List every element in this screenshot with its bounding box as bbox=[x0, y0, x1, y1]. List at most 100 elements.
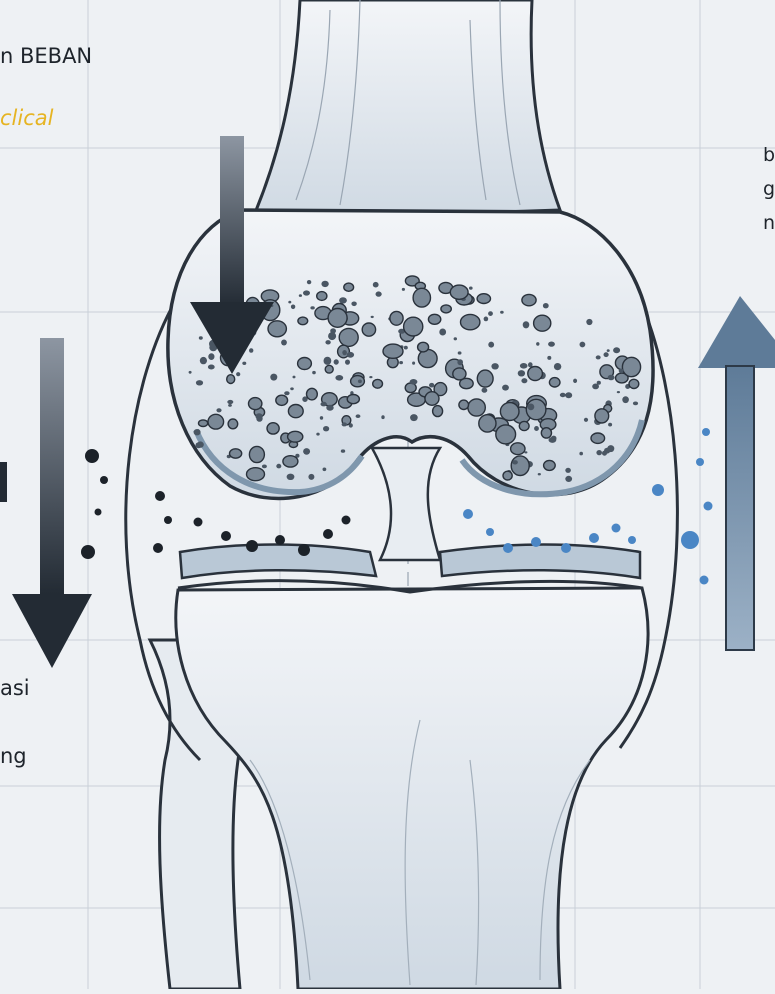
bone-pore bbox=[468, 399, 485, 416]
bone-pore bbox=[362, 323, 375, 336]
left-caption-line-2: ng bbox=[0, 744, 27, 768]
bone-pore bbox=[457, 359, 463, 365]
bone-pore bbox=[208, 414, 224, 429]
bone-pore bbox=[399, 361, 403, 364]
bone-pore bbox=[242, 362, 246, 365]
bone-pore bbox=[316, 433, 319, 436]
bone-pore bbox=[276, 395, 288, 405]
bone-pore bbox=[404, 317, 423, 336]
bone-pore bbox=[459, 400, 469, 409]
bone-pore bbox=[268, 321, 286, 337]
bone-pore bbox=[428, 314, 440, 324]
bone-pore bbox=[351, 376, 365, 387]
bone-pore bbox=[607, 349, 610, 352]
bone-pore bbox=[298, 317, 308, 325]
bone-pore bbox=[255, 413, 262, 419]
bone-pore bbox=[528, 367, 543, 381]
bone-pore bbox=[323, 468, 327, 472]
bone-pore bbox=[303, 290, 310, 295]
bone-pore bbox=[342, 422, 347, 426]
bone-pore bbox=[565, 392, 572, 398]
bone-pore bbox=[412, 362, 415, 365]
bone-pore bbox=[249, 348, 253, 353]
bone-pore bbox=[196, 380, 203, 385]
bone-pore bbox=[521, 378, 527, 383]
bone-pore bbox=[523, 321, 530, 328]
bone-pore bbox=[439, 329, 446, 336]
bone-pore bbox=[281, 340, 287, 346]
bone-pore bbox=[276, 464, 281, 469]
meniscus-left bbox=[180, 545, 376, 579]
bone-pore bbox=[390, 311, 403, 325]
bone-pore bbox=[288, 301, 291, 304]
bone-pore bbox=[325, 340, 330, 344]
bone-pore bbox=[270, 374, 277, 381]
bone-pore bbox=[293, 376, 296, 379]
subtitle-fragment: clical bbox=[0, 106, 53, 130]
bone-pore bbox=[549, 437, 557, 443]
bone-pore bbox=[344, 283, 354, 291]
bone-pore bbox=[488, 342, 494, 348]
bone-pore bbox=[267, 423, 279, 434]
bone-pore bbox=[522, 294, 536, 305]
bone-pore bbox=[534, 426, 539, 431]
right-up-arrow-icon bbox=[698, 296, 775, 650]
bone-pore bbox=[410, 379, 418, 385]
bone-pore bbox=[288, 405, 303, 418]
bone-pore bbox=[347, 352, 354, 358]
bone-pore bbox=[608, 423, 612, 427]
bone-pore bbox=[418, 342, 429, 352]
bone-pore bbox=[373, 379, 383, 388]
bone-pore bbox=[433, 406, 443, 417]
bone-pore bbox=[547, 356, 551, 360]
bone-pore bbox=[290, 387, 294, 390]
bone-pore bbox=[335, 375, 343, 381]
bone-pore bbox=[425, 392, 439, 406]
bone-pore bbox=[199, 420, 208, 427]
bone-pore bbox=[381, 415, 384, 419]
bone-pore bbox=[310, 306, 314, 309]
bone-pore bbox=[347, 395, 359, 404]
bone-pore bbox=[534, 315, 551, 331]
right-caption-line-1: b bbox=[763, 144, 775, 166]
bone-pore bbox=[216, 408, 221, 412]
bone-pore bbox=[613, 347, 620, 353]
bone-pore bbox=[595, 409, 609, 423]
bone-pore bbox=[189, 371, 192, 374]
bone-pore bbox=[488, 311, 493, 316]
bone-pore bbox=[544, 460, 556, 470]
bone-pore bbox=[230, 449, 242, 458]
bone-pore bbox=[477, 370, 493, 387]
bone-pore bbox=[536, 342, 539, 346]
bone-pore bbox=[543, 303, 549, 308]
bone-pore bbox=[321, 281, 328, 287]
bone-pore bbox=[200, 357, 207, 364]
bone-pore bbox=[596, 450, 602, 455]
bone-pore bbox=[479, 415, 496, 432]
bone-pore bbox=[597, 381, 601, 385]
bone-pore bbox=[324, 357, 332, 365]
bone-pore bbox=[298, 358, 312, 370]
bone-pore bbox=[308, 474, 314, 480]
bone-pore bbox=[358, 380, 362, 384]
bone-pore bbox=[511, 443, 525, 455]
bone-pore bbox=[326, 405, 333, 411]
bone-pore bbox=[608, 375, 615, 381]
bone-pore bbox=[512, 460, 518, 464]
bone-pore bbox=[484, 317, 489, 322]
bone-pore bbox=[356, 414, 361, 418]
bone-pore bbox=[299, 294, 302, 297]
bone-pore bbox=[580, 342, 586, 348]
bone-pore bbox=[511, 456, 529, 476]
bone-pore bbox=[565, 476, 572, 482]
bone-pore bbox=[453, 368, 466, 380]
left-down-arrow-icon bbox=[12, 338, 92, 668]
title-fragment: n BEBAN bbox=[0, 44, 92, 68]
right-caption-line-2: g bbox=[763, 178, 775, 200]
femur-shaft bbox=[252, 0, 560, 220]
bone-pore bbox=[249, 398, 262, 410]
bone-pore bbox=[339, 297, 347, 303]
bone-pore bbox=[602, 451, 607, 456]
bone-pore bbox=[549, 378, 560, 387]
bone-pore bbox=[554, 363, 561, 370]
